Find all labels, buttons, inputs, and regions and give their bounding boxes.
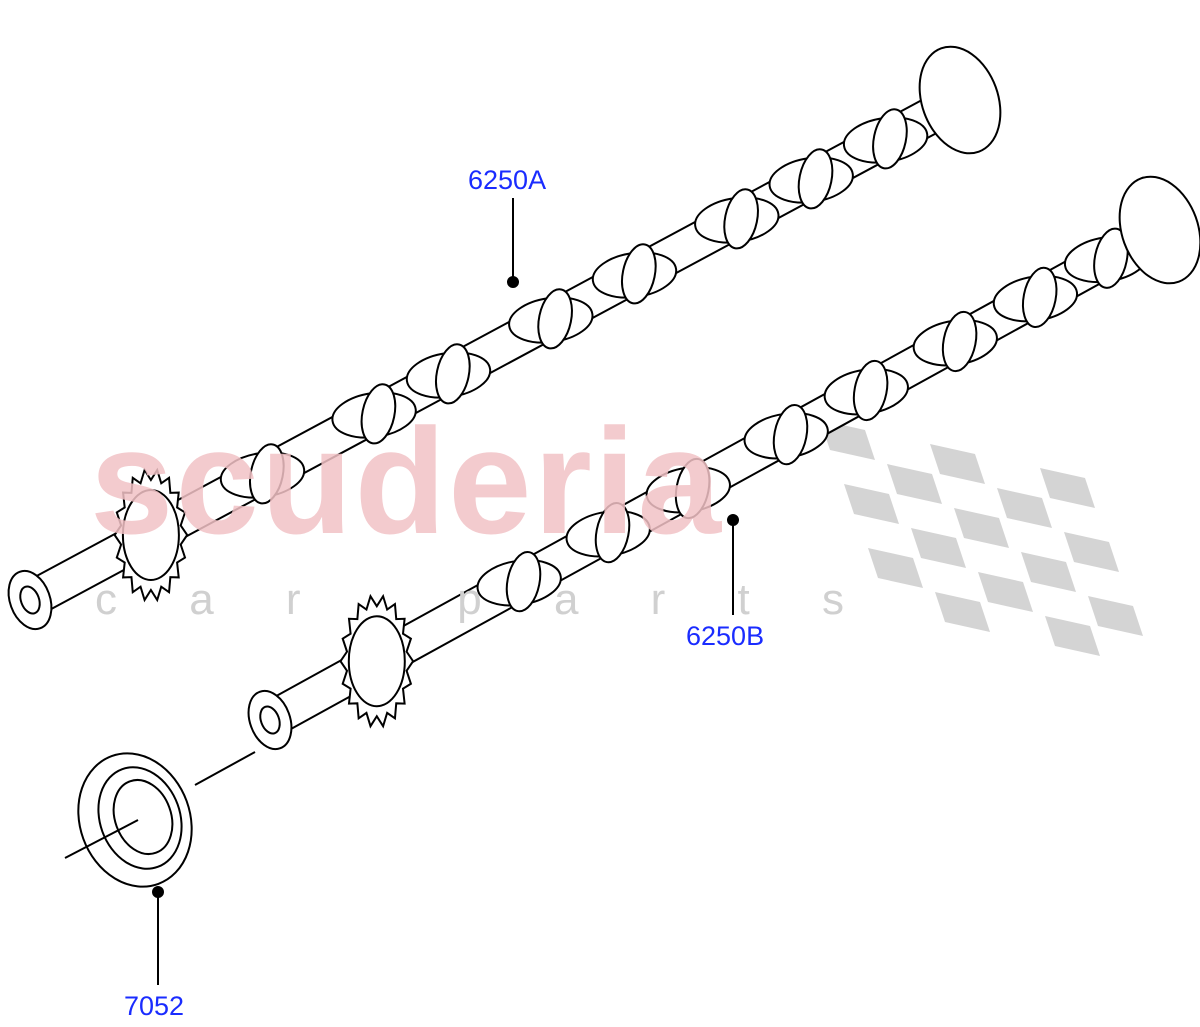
flag-square xyxy=(978,572,1033,612)
flag-square xyxy=(935,592,990,632)
callout-6250A[interactable]: 6250A xyxy=(468,165,547,195)
cam-lobe-inner xyxy=(505,551,542,613)
flag-square xyxy=(954,508,1009,548)
cam-lobe-inner xyxy=(594,502,631,564)
cam-lobe-inner xyxy=(872,108,908,170)
oil-seal-7052[interactable] xyxy=(60,737,256,902)
callout-7052[interactable]: 7052 xyxy=(124,991,185,1021)
camshaft-drive-end xyxy=(918,45,1002,155)
camshaft-bore xyxy=(259,705,281,735)
cam-lobe-inner xyxy=(360,383,397,445)
flag-square xyxy=(1045,616,1100,656)
flag-square xyxy=(887,464,942,504)
cam-lobe-inner xyxy=(723,188,759,250)
flag-square xyxy=(1021,552,1076,592)
flag-square xyxy=(911,528,966,568)
flag-square xyxy=(1088,596,1143,636)
cam-lobe-inner xyxy=(537,288,573,350)
camshaft-6250A[interactable] xyxy=(1,35,1015,635)
cam-lobe-inner xyxy=(435,343,471,405)
camshaft-drive-end xyxy=(1118,175,1200,285)
cam-lobe-inner xyxy=(249,443,285,505)
flag-square xyxy=(868,548,923,588)
cam-lobe-inner xyxy=(941,310,978,373)
cam-lobe-inner xyxy=(621,243,657,305)
flag-square xyxy=(844,484,899,524)
sprocket-hub xyxy=(121,489,180,581)
flag-square xyxy=(1064,532,1119,572)
camshaft-bore xyxy=(19,585,41,615)
cam-lobe-inner xyxy=(852,359,889,422)
cam-lobe-inner xyxy=(1021,266,1058,329)
callout-6250B[interactable]: 6250B xyxy=(686,621,765,651)
camshaft-6250B[interactable] xyxy=(241,165,1200,755)
cam-lobe-inner xyxy=(797,148,834,210)
flag-square xyxy=(997,488,1052,528)
flag-square xyxy=(930,444,985,484)
flag-square xyxy=(1040,468,1095,508)
checkered-flag-watermark xyxy=(820,420,1143,656)
cam-lobe-inner xyxy=(674,457,711,520)
leader-lines xyxy=(152,198,739,985)
cam-lobe-inner xyxy=(1093,227,1129,289)
sprocket-hub xyxy=(347,615,406,708)
cam-lobe-inner xyxy=(772,404,809,466)
